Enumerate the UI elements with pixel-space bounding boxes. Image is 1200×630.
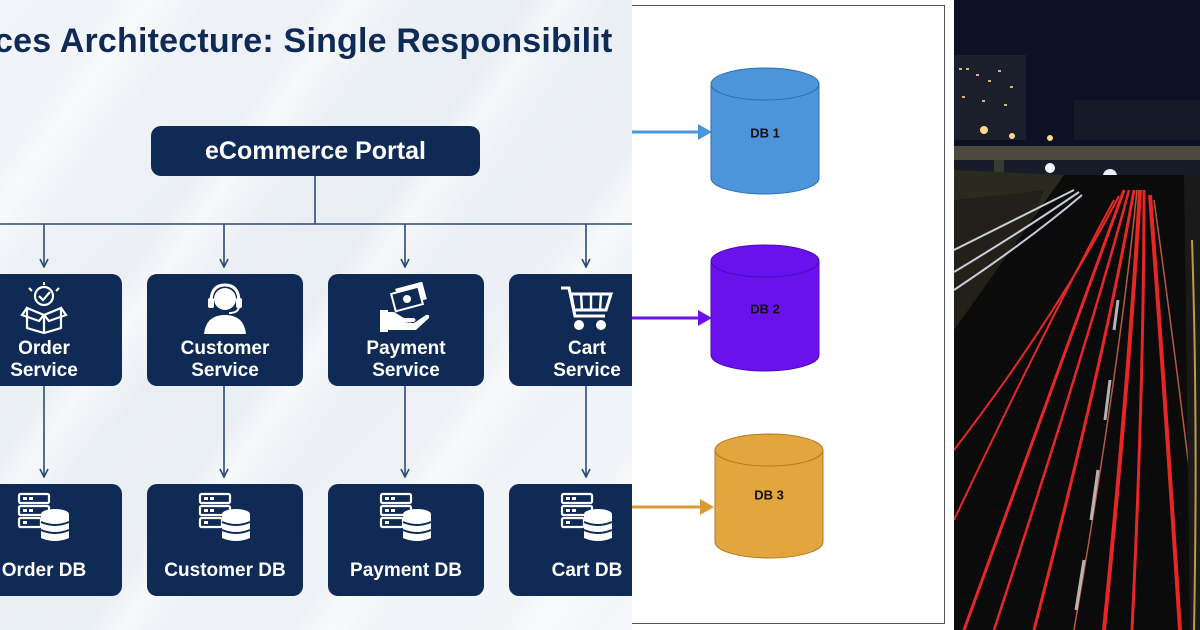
payment-db-box: Payment DB (328, 484, 484, 596)
diagram-frame (632, 5, 945, 624)
customer-service-box: Customer Service (147, 274, 303, 386)
db-2-cylinder (710, 244, 820, 372)
shopping-cart-icon (559, 282, 615, 340)
order-service-box: Order Service (0, 274, 122, 386)
box-check-icon (19, 282, 69, 340)
server-database-icon (17, 492, 71, 550)
db-diagram-svg (632, 67, 824, 559)
hand-money-icon (380, 281, 432, 340)
cart-db-box: Cart DB (509, 484, 632, 596)
microservices-diagram-panel: ces Architecture: Single Responsibilit e… (0, 0, 632, 630)
arrow-to-db-1 (632, 124, 712, 140)
server-database-icon (379, 492, 433, 550)
arrow-to-db-2 (632, 310, 712, 326)
order-db-box: Order DB (0, 484, 122, 596)
highway-road (954, 175, 1200, 630)
server-database-icon (560, 492, 614, 550)
cart-service-box: Cart Service (509, 274, 632, 386)
payment-service-box: Payment Service (328, 274, 484, 386)
arrow-to-db-3 (632, 499, 714, 515)
connector-lines (0, 176, 632, 630)
headset-user-icon (200, 282, 250, 340)
db-3-label: DB 3 (754, 487, 784, 503)
database-diagram-panel: DB 1 DB 2 DB 3 (632, 0, 954, 630)
db-3-cylinder (714, 433, 824, 559)
night-highway-photo (954, 0, 1200, 630)
db-2-label: DB 2 (750, 301, 780, 317)
db-1-cylinder (710, 67, 820, 195)
db-1-label: DB 1 (750, 125, 780, 141)
overpass-bridge (954, 146, 1200, 160)
ecommerce-portal-box: eCommerce Portal (151, 126, 480, 176)
customer-db-box: Customer DB (147, 484, 303, 596)
diagram-title: ces Architecture: Single Responsibilit (0, 22, 613, 60)
server-database-icon (198, 492, 252, 550)
